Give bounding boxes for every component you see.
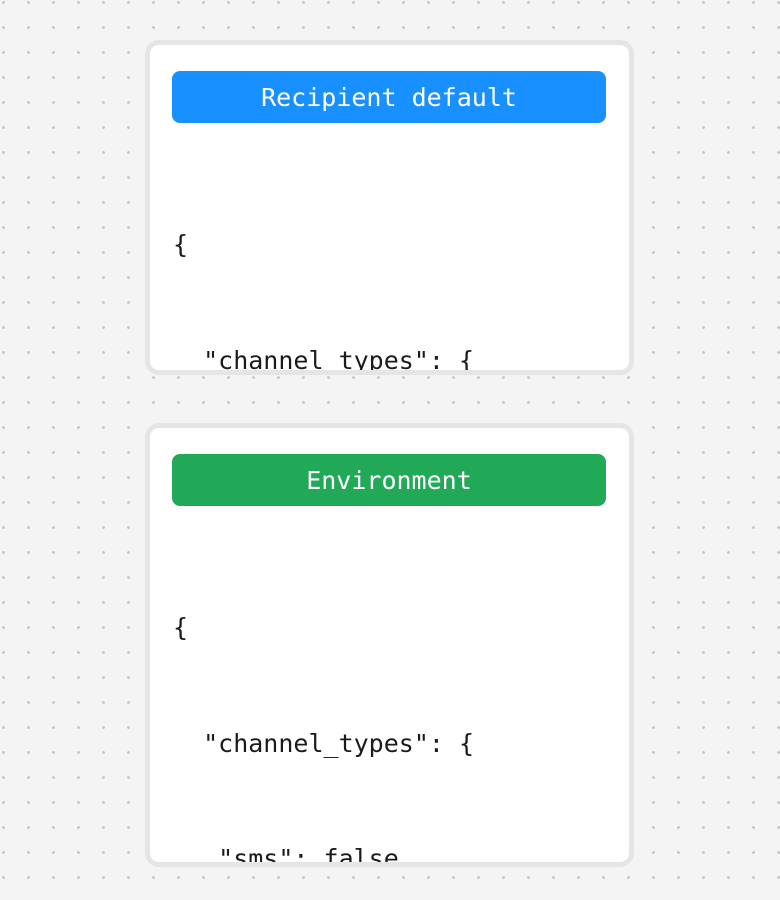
code-line: "sms": false <box>173 844 399 867</box>
card-header-environment[interactable]: Environment <box>172 454 606 506</box>
code-line: "channel_types": { <box>173 728 475 758</box>
code-line: { <box>173 613 189 642</box>
card-header-label: Environment <box>306 465 472 495</box>
card-header-recipient-default[interactable]: Recipient default <box>172 71 606 123</box>
code-block-recipient-default: { "channel_types": { "sms": true } } <box>173 149 619 375</box>
card-header-label: Recipient default <box>261 82 517 112</box>
code-block-environment: { "channel_types": { "sms": false }, "ca… <box>173 532 619 867</box>
card-environment[interactable]: Environment { "channel_types": { "sms": … <box>145 423 634 867</box>
code-line: { <box>173 230 189 259</box>
code-line: "channel_types": { <box>173 345 475 375</box>
card-recipient-default[interactable]: Recipient default { "channel_types": { "… <box>145 40 634 375</box>
